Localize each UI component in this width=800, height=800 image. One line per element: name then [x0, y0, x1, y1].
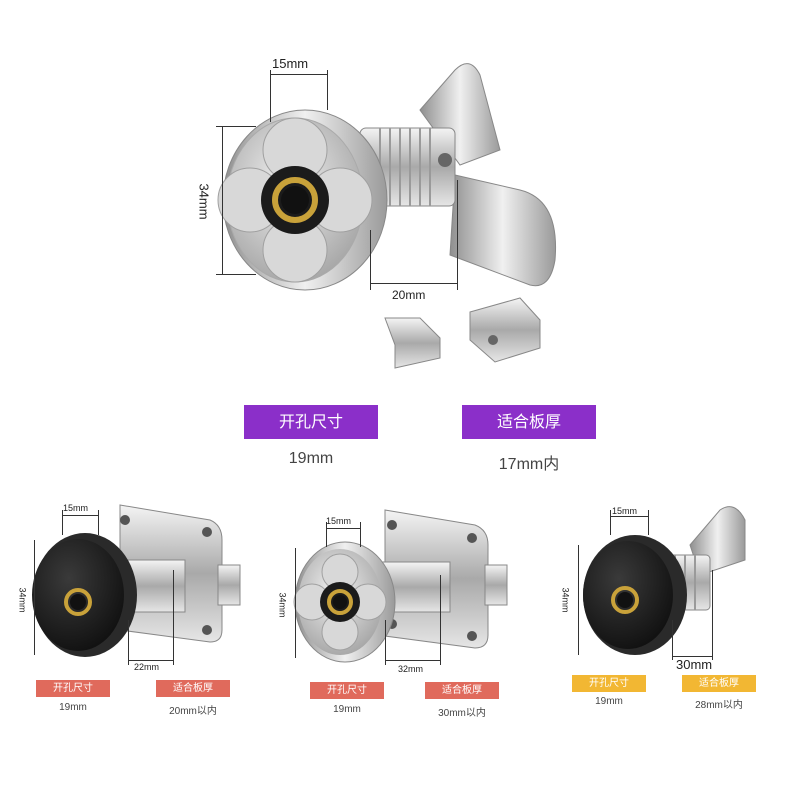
hole-size-value: 19mm — [333, 704, 361, 715]
dim-line — [173, 570, 174, 665]
dim-depth-label: 22mm — [134, 662, 160, 672]
hole-size-value: 19mm — [595, 696, 623, 707]
dim-line — [62, 515, 98, 516]
dim-line — [360, 522, 361, 547]
hole-size-value: 19mm — [288, 450, 334, 467]
dim-line — [128, 660, 173, 661]
board-thickness-badge: 适合板厚 — [462, 405, 596, 439]
dim-line — [457, 180, 458, 290]
dim-line — [578, 545, 579, 655]
dim-line — [385, 620, 386, 665]
board-thickness-value: 17mm内 — [498, 456, 560, 473]
dim-width-label: 15mm — [326, 516, 352, 526]
dim-line — [270, 74, 327, 75]
dim-line — [216, 274, 256, 275]
dim-line — [326, 528, 360, 529]
dim-line — [128, 620, 129, 665]
board-thickness-value: 28mm以内 — [695, 700, 743, 711]
dim-line — [370, 283, 457, 284]
dim-line — [216, 126, 256, 127]
dim-line — [648, 510, 649, 535]
dim-depth-label: 32mm — [398, 664, 424, 674]
dim-width-label: 15mm — [272, 56, 309, 71]
board-thickness-value: 20mm以内 — [169, 706, 217, 717]
dim-line — [672, 656, 712, 657]
dim-line — [440, 575, 441, 665]
board-thickness-badge: 适合板厚 — [682, 675, 756, 692]
dim-depth-label: 30mm — [676, 657, 713, 672]
hole-size-badge: 开孔尺寸 — [244, 405, 378, 439]
dim-line — [327, 70, 328, 110]
hole-size-value: 19mm — [59, 702, 87, 713]
dim-line — [295, 548, 296, 658]
dim-line — [34, 540, 35, 655]
dim-line — [98, 510, 99, 535]
dim-line — [370, 230, 371, 290]
hole-size-badge: 开孔尺寸 — [36, 680, 110, 697]
dim-width-label: 15mm — [612, 506, 638, 516]
board-thickness-badge: 适合板厚 — [156, 680, 230, 697]
dim-line — [270, 70, 271, 122]
dim-line — [672, 620, 673, 660]
dim-line — [385, 660, 440, 661]
dim-line — [222, 126, 223, 274]
board-thickness-badge: 适合板厚 — [425, 682, 499, 699]
dim-line — [326, 522, 327, 547]
hole-size-badge: 开孔尺寸 — [310, 682, 384, 699]
dim-line — [610, 510, 611, 535]
dim-line — [62, 510, 63, 535]
dim-line — [712, 570, 713, 660]
board-thickness-value: 30mm以内 — [438, 708, 486, 719]
dim-height-label: 34mm — [560, 587, 571, 613]
dim-width-label: 15mm — [63, 503, 89, 513]
hole-size-badge: 开孔尺寸 — [572, 675, 646, 692]
dim-line — [610, 516, 648, 517]
dim-depth-label: 20mm — [392, 288, 426, 302]
